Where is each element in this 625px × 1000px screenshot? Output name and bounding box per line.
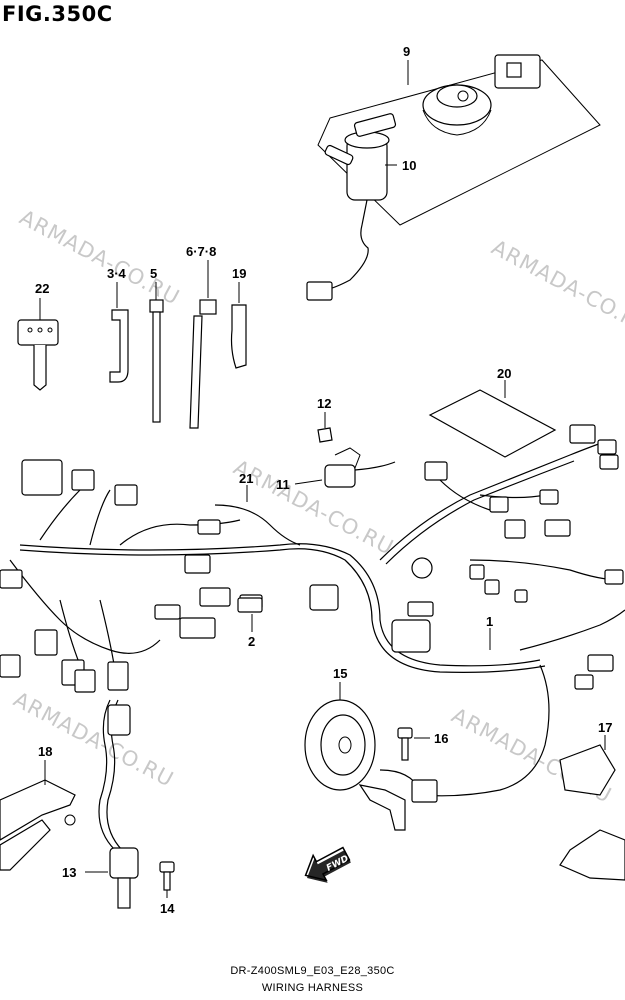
watermark-2: ARMADA-CO.RU (488, 235, 625, 340)
main-harness (0, 424, 625, 797)
horn (304, 682, 438, 831)
callout-19: 19 (232, 266, 246, 281)
fuse (237, 597, 263, 632)
small-parts (17, 260, 247, 429)
callout-1: 1 (486, 614, 493, 629)
watermark-4: ARMADA-CO.RU (10, 687, 178, 792)
lower-left-parts (0, 699, 175, 909)
callout-11: 11 (276, 477, 290, 492)
callout-labels: 9 10 22 3·4 5 6·7·8 19 20 12 11 21 1 2 1… (35, 44, 612, 916)
model-code: DR-Z400SML9_E03_E28_350C (230, 965, 395, 977)
callout-15: 15 (333, 666, 347, 681)
callout-12: 12 (317, 396, 331, 411)
insulator-sheet (428, 380, 557, 458)
callout-16: 16 (434, 731, 448, 746)
callout-14: 14 (160, 901, 175, 916)
callout-17: 17 (598, 720, 612, 735)
callout-21: 21 (239, 471, 253, 486)
ignition-switch-kit (306, 54, 601, 301)
callout-6-7-8: 6·7·8 (186, 244, 216, 259)
side-stand-switch (294, 412, 396, 488)
right-bracket (559, 735, 625, 881)
callout-18: 18 (38, 744, 52, 759)
callout-13: 13 (62, 865, 76, 880)
callout-10: 10 (402, 158, 416, 173)
callout-9: 9 (403, 44, 410, 59)
horn-bolt (397, 727, 430, 761)
callout-22: 22 (35, 281, 49, 296)
figure-caption: WIRING HARNESS (261, 982, 364, 994)
callout-3-4: 3·4 (107, 266, 127, 281)
fwd-arrow: FWD (304, 846, 351, 883)
callout-5: 5 (150, 266, 157, 281)
callout-2: 2 (248, 634, 255, 649)
callout-20: 20 (497, 366, 511, 381)
figure-title: FIG.350C (2, 2, 113, 26)
